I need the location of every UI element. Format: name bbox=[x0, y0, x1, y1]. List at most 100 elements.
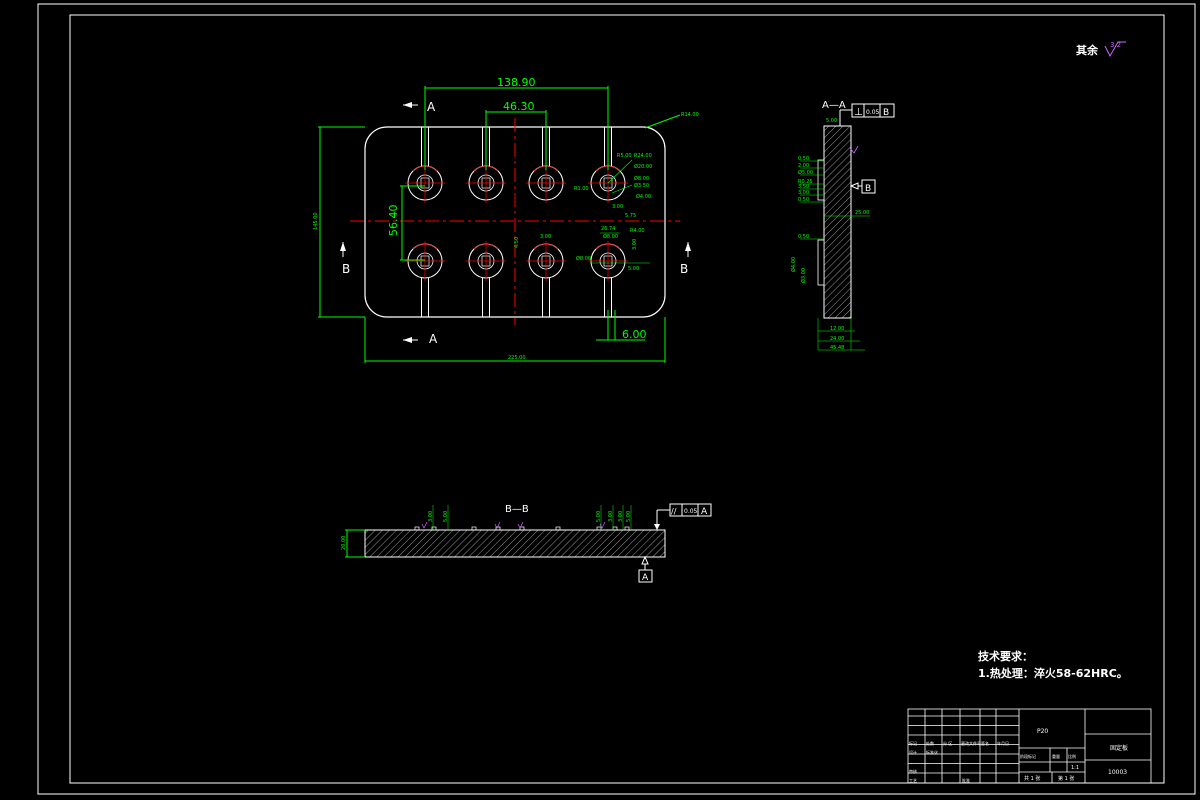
section-aa-dimensions: 0.502.00Ø5.00R0.253.503.000.500.50Ø4.00Ø… bbox=[790, 118, 870, 351]
section-bb-datum: A bbox=[701, 507, 708, 517]
bb-notch bbox=[624, 526, 630, 531]
slot-bottom bbox=[542, 278, 550, 317]
aa-dim-bottom: 24.00 bbox=[830, 336, 844, 342]
bb-dim-label: 5.00 bbox=[443, 511, 449, 522]
hole-dim-label: 5.00 bbox=[628, 266, 639, 272]
section-label-b-right: B bbox=[680, 262, 688, 276]
section-marker-b-left: B bbox=[340, 242, 350, 276]
title-block-label: 标准化 bbox=[926, 749, 938, 755]
section-bb-height-text: 20.00 bbox=[341, 536, 347, 550]
slot-top bbox=[542, 127, 550, 166]
title-block-part-name: 固定板 bbox=[1110, 744, 1128, 752]
title-block-label: 年月日 bbox=[997, 740, 1009, 746]
tech-req-title: 技术要求： bbox=[978, 649, 1033, 663]
aa-dim-label: Ø3.00 bbox=[800, 268, 807, 283]
dim-text-138-90: 138.90 bbox=[497, 76, 536, 89]
bb-dim-label: 3.00 bbox=[618, 511, 624, 522]
section-aa-tolerance-frame: ⊥ 0.05 B bbox=[839, 103, 895, 126]
hole bbox=[588, 241, 628, 281]
hole bbox=[466, 241, 506, 281]
section-aa-body bbox=[823, 125, 852, 319]
section-bb-tol-symbol: // bbox=[671, 507, 677, 516]
hole-dim-label: Ø4.00 bbox=[636, 193, 651, 200]
section-aa-datum-b-label: B bbox=[865, 184, 871, 194]
slot-top bbox=[482, 127, 490, 166]
title-block-scale: 1:1 bbox=[1071, 765, 1079, 771]
section-aa-datum: B bbox=[883, 108, 889, 118]
section-bb-tolerance-frame: // 0.05 A bbox=[654, 503, 712, 530]
hole-dim-label: Ø8.00 bbox=[576, 255, 591, 262]
aa-dim-label: 0.50 bbox=[798, 234, 809, 240]
bb-notch bbox=[495, 526, 501, 531]
hole-dim-label: 26.74 bbox=[601, 226, 615, 232]
aa-dim-label: 0.50 bbox=[798, 156, 809, 162]
leader-radius bbox=[644, 114, 681, 129]
aa-dim-label: R0.25 bbox=[798, 179, 813, 185]
bb-dim-label: 5.00 bbox=[596, 511, 602, 522]
hole-dim-label: Ø8.00 bbox=[634, 175, 649, 182]
dim-text-6-00: 6.00 bbox=[622, 328, 647, 341]
dim-text-height: 145.00 bbox=[313, 213, 319, 231]
dimension-height bbox=[318, 126, 365, 318]
bb-notch bbox=[555, 526, 561, 531]
aa-roughness-mark bbox=[849, 145, 859, 154]
aa-dim-label: 3.00 bbox=[798, 190, 809, 196]
dimension-6-00 bbox=[596, 310, 645, 341]
aa-dim-label: 0.50 bbox=[798, 197, 809, 203]
bb-notch bbox=[471, 526, 477, 531]
section-aa-tol-value: 0.05 bbox=[866, 109, 880, 116]
bb-roughness-mark bbox=[599, 521, 606, 529]
aa-dim-label: Ø5.00 bbox=[798, 169, 813, 176]
dimension-width bbox=[364, 317, 666, 363]
bb-dim-label: 5.00 bbox=[626, 511, 632, 522]
bb-roughness-mark bbox=[494, 521, 501, 529]
section-bb-body bbox=[364, 529, 666, 558]
title-block-label: 审核 bbox=[909, 768, 917, 774]
surface-note-label: 其余 bbox=[1076, 43, 1099, 57]
bb-dim-label: 3.00 bbox=[428, 511, 434, 522]
bb-notch bbox=[414, 526, 420, 531]
front-view bbox=[350, 118, 680, 325]
section-bb-title: B—B bbox=[505, 504, 529, 515]
hole-dim-label: 3.00 bbox=[612, 204, 623, 210]
hole-dim-label: R24.00 bbox=[634, 153, 652, 159]
section-marker-a-top: A bbox=[403, 100, 436, 114]
hole-dim-label: Ø20.00 bbox=[634, 163, 652, 170]
aa-dim-label: Ø4.00 bbox=[790, 257, 797, 272]
title-block-label: 标记 bbox=[909, 740, 917, 746]
hole-dim-label: R4.00 bbox=[630, 228, 645, 234]
dimension-56-40 bbox=[400, 185, 425, 261]
outer-frame bbox=[37, 3, 1196, 795]
dim-text-radius: R14.00 bbox=[681, 112, 699, 118]
title-block-label: 设计 bbox=[909, 749, 917, 755]
title-block-sheet-no: 第 1 张 bbox=[1058, 775, 1074, 782]
aa-dim-label: 3.50 bbox=[798, 184, 809, 190]
title-block-label: 更改文件号 bbox=[961, 740, 981, 746]
hole-dim-label: R1.00 bbox=[574, 186, 589, 192]
section-marker-a-bottom: A bbox=[403, 332, 438, 346]
title-block-material: P20 bbox=[1037, 728, 1048, 735]
bb-roughness-mark bbox=[421, 521, 428, 529]
hole-dim-label: 5.75 bbox=[625, 213, 636, 219]
dim-text-width: 225.00 bbox=[508, 355, 526, 361]
title-block-sheet-total: 共 1 张 bbox=[1024, 775, 1040, 782]
title-block-label: 阶段标记 bbox=[1020, 753, 1036, 759]
title-block-label: 比例 bbox=[1068, 753, 1076, 759]
title-block-label: 重量 bbox=[1052, 753, 1060, 759]
title-block-label: 批准 bbox=[962, 777, 970, 783]
dimension-138-90 bbox=[424, 86, 609, 170]
hole bbox=[526, 241, 566, 281]
tech-req-item-1: 1.热处理：淬火58-62HRC。 bbox=[978, 666, 1128, 680]
section-label-a-bottom: A bbox=[429, 332, 438, 346]
section-aa-view: A—A ⊥ 0.05 B B 0.502.00Ø5.00R0.253.503.0… bbox=[790, 100, 895, 351]
slot-array bbox=[421, 127, 612, 317]
inner-frame bbox=[69, 14, 1165, 784]
hole-dim-label: Ø8.00 bbox=[603, 233, 618, 240]
section-bb-tol-value: 0.05 bbox=[684, 508, 698, 515]
section-label-b-left: B bbox=[342, 262, 350, 276]
aa-dim-label: 2.00 bbox=[798, 163, 809, 169]
section-aa-datum-b: B bbox=[849, 179, 876, 194]
slot-bottom bbox=[421, 278, 429, 317]
